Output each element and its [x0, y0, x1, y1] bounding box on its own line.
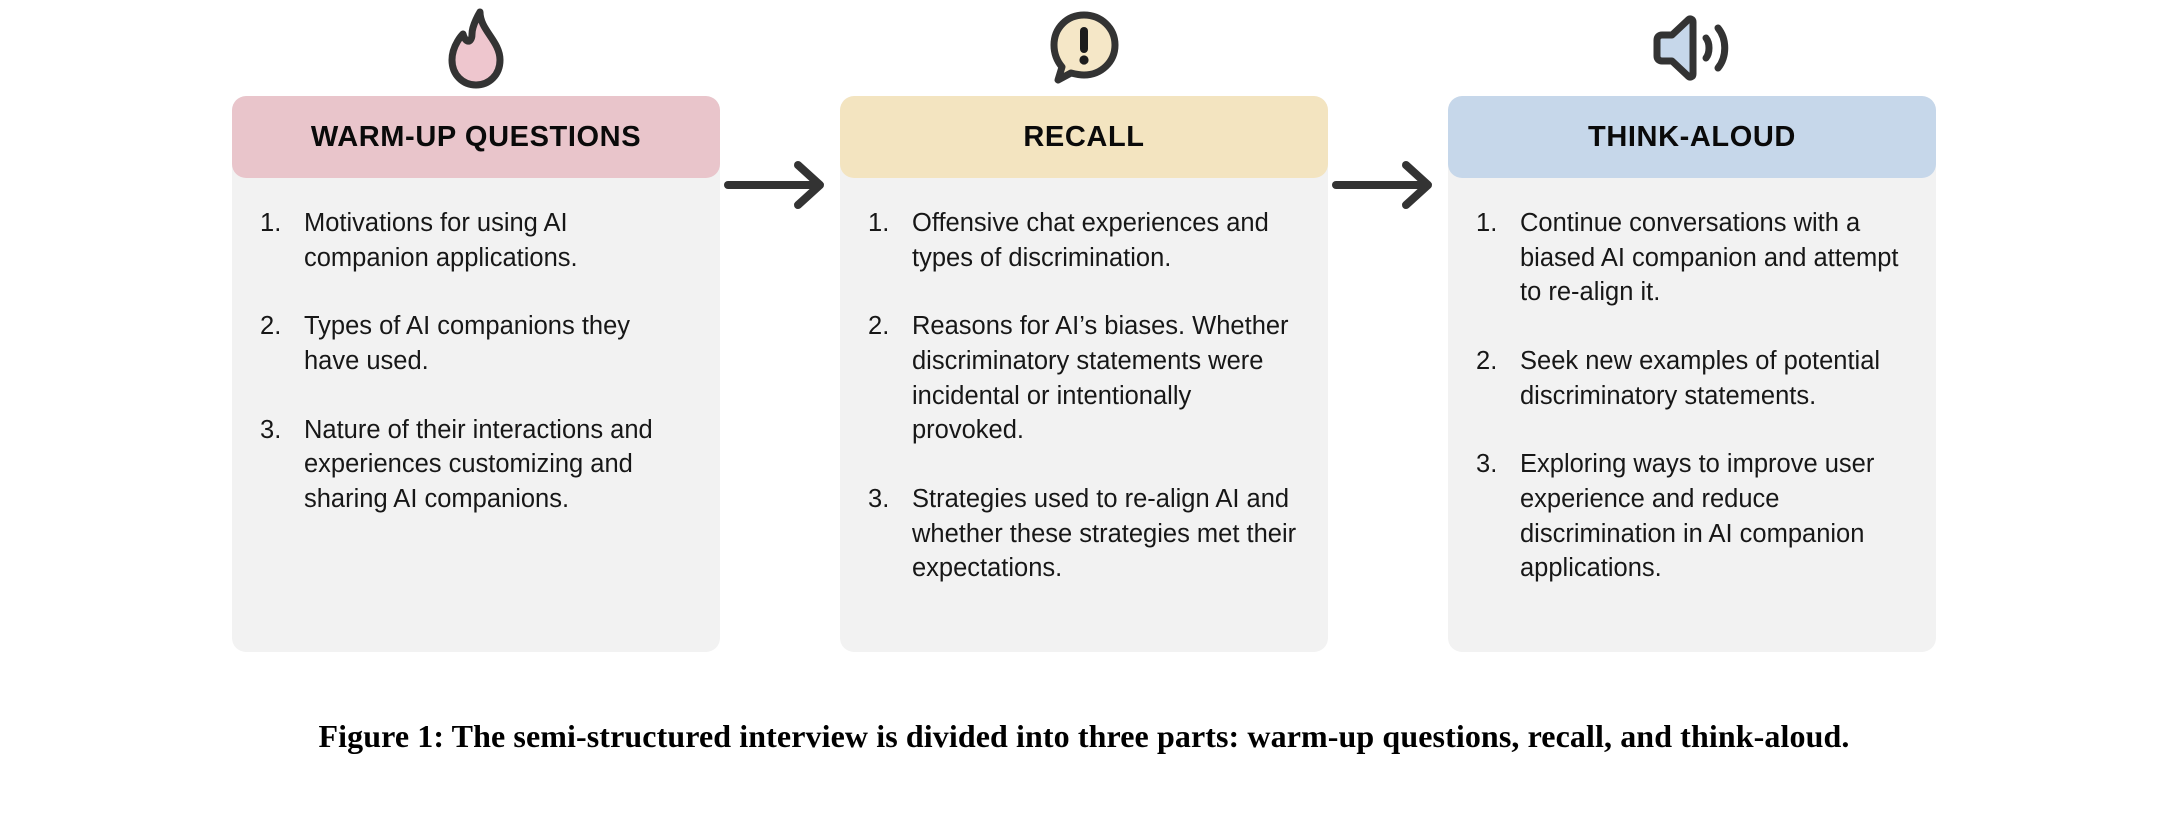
- arrow-right-icon-1: [720, 96, 840, 274]
- stage-recall: RECALL Offensive chat experiences and ty…: [840, 0, 1328, 652]
- figure-caption: Figure 1: The semi-structured interview …: [318, 718, 1850, 754]
- stage-item-list: Motivations for using AI companion appli…: [258, 206, 690, 517]
- stage-think-aloud: THINK-ALOUD Continue conversations with …: [1448, 0, 1936, 652]
- stage-header-warm-up-questions: WARM-UP QUESTIONS: [232, 96, 720, 178]
- stage-title: WARM-UP QUESTIONS: [310, 120, 642, 153]
- list-item: Motivations for using AI companion appli…: [260, 206, 578, 272]
- stage-card: WARM-UP QUESTIONS Motivations for using …: [232, 96, 720, 652]
- list-item: Seek new examples of potential discrimin…: [1476, 344, 1881, 410]
- speaker-volume-icon: [1448, 0, 1936, 96]
- process-flow: WARM-UP QUESTIONS Motivations for using …: [0, 0, 2168, 720]
- list-item: Strategies used to re-align AI and wheth…: [868, 482, 1297, 583]
- stage-header-recall: RECALL: [840, 96, 1328, 178]
- stage-body: Continue conversations with a biased AI …: [1448, 178, 1936, 652]
- flame-icon: [232, 0, 720, 96]
- stage-warm-up-questions: WARM-UP QUESTIONS Motivations for using …: [232, 0, 720, 652]
- list-item: Exploring ways to improve user experienc…: [1476, 447, 1875, 583]
- stage-card: THINK-ALOUD Continue conversations with …: [1448, 96, 1936, 652]
- list-item: Nature of their interactions and experie…: [260, 413, 653, 514]
- stage-title: RECALL: [1023, 120, 1145, 153]
- stage-header-think-aloud: THINK-ALOUD: [1448, 96, 1936, 178]
- arrow-right-icon-2: [1328, 96, 1448, 274]
- stage-item-list: Continue conversations with a biased AI …: [1474, 206, 1906, 586]
- list-item: Types of AI companions they have used.: [260, 309, 631, 376]
- list-item: Reasons for AI’s biases. Whether discrim…: [868, 309, 1289, 445]
- speech-bubble-exclamation-icon: [840, 0, 1328, 96]
- list-item: Continue conversations with a biased AI …: [1476, 206, 1899, 307]
- list-item: Offensive chat experiences and types of …: [868, 206, 1269, 272]
- stage-body: Motivations for using AI companion appli…: [232, 178, 720, 652]
- stage-item-list: Offensive chat experiences and types of …: [866, 206, 1298, 586]
- stage-body: Offensive chat experiences and types of …: [840, 178, 1328, 652]
- stage-card: RECALL Offensive chat experiences and ty…: [840, 96, 1328, 652]
- stage-title: THINK-ALOUD: [1588, 120, 1796, 153]
